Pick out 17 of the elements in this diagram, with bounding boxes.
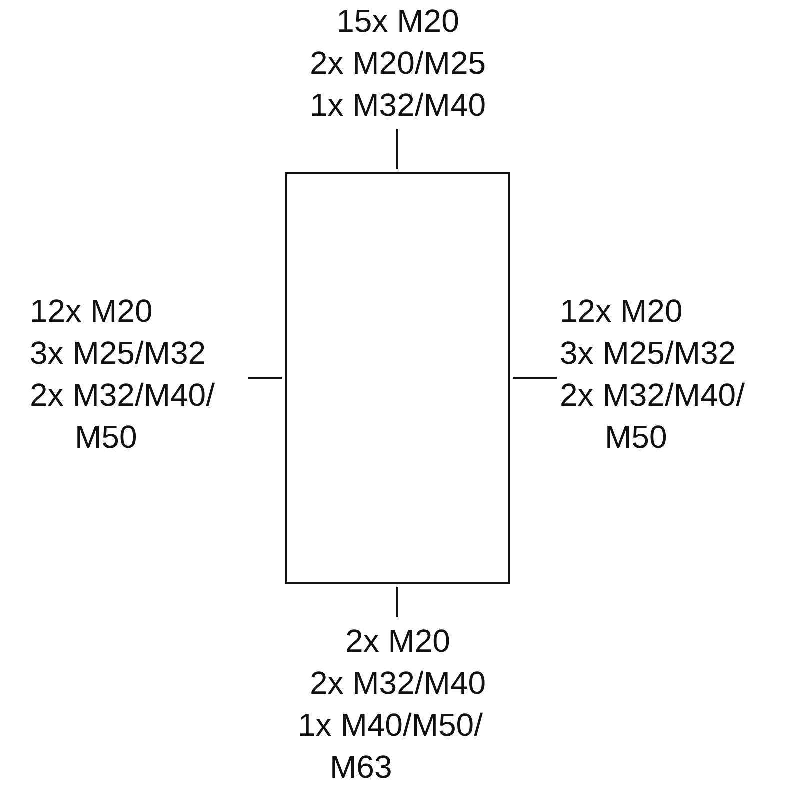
cable-entry-text: 1x M32/M40 [308, 86, 488, 125]
cable-entry-text: 3x M25/M32 [560, 334, 738, 373]
leader-line [396, 587, 398, 617]
cable-entry-text: 12x M20 [560, 292, 684, 331]
enclosure-outline [285, 172, 510, 584]
cable-entry-text: 2x M20 [344, 622, 452, 661]
cable-entry-text: 2x M32/M40/ M50 [30, 376, 216, 457]
cable-entry-text: 15x M20 [336, 2, 460, 41]
cable-entry-text: 2x M32/M40 [308, 664, 488, 703]
leader-line [396, 129, 398, 169]
cable-entry-text: 2x M20/M25 [308, 44, 488, 83]
cable-entry-text: 12x M20 [30, 292, 154, 331]
leader-line [248, 377, 282, 379]
cable-entry-text: 1x M40/M50/ M63 [298, 706, 484, 787]
cable-entry-text: 2x M32/M40/ M50 [560, 376, 746, 457]
leader-line [513, 377, 557, 379]
cable-entry-text: 3x M25/M32 [30, 334, 208, 373]
